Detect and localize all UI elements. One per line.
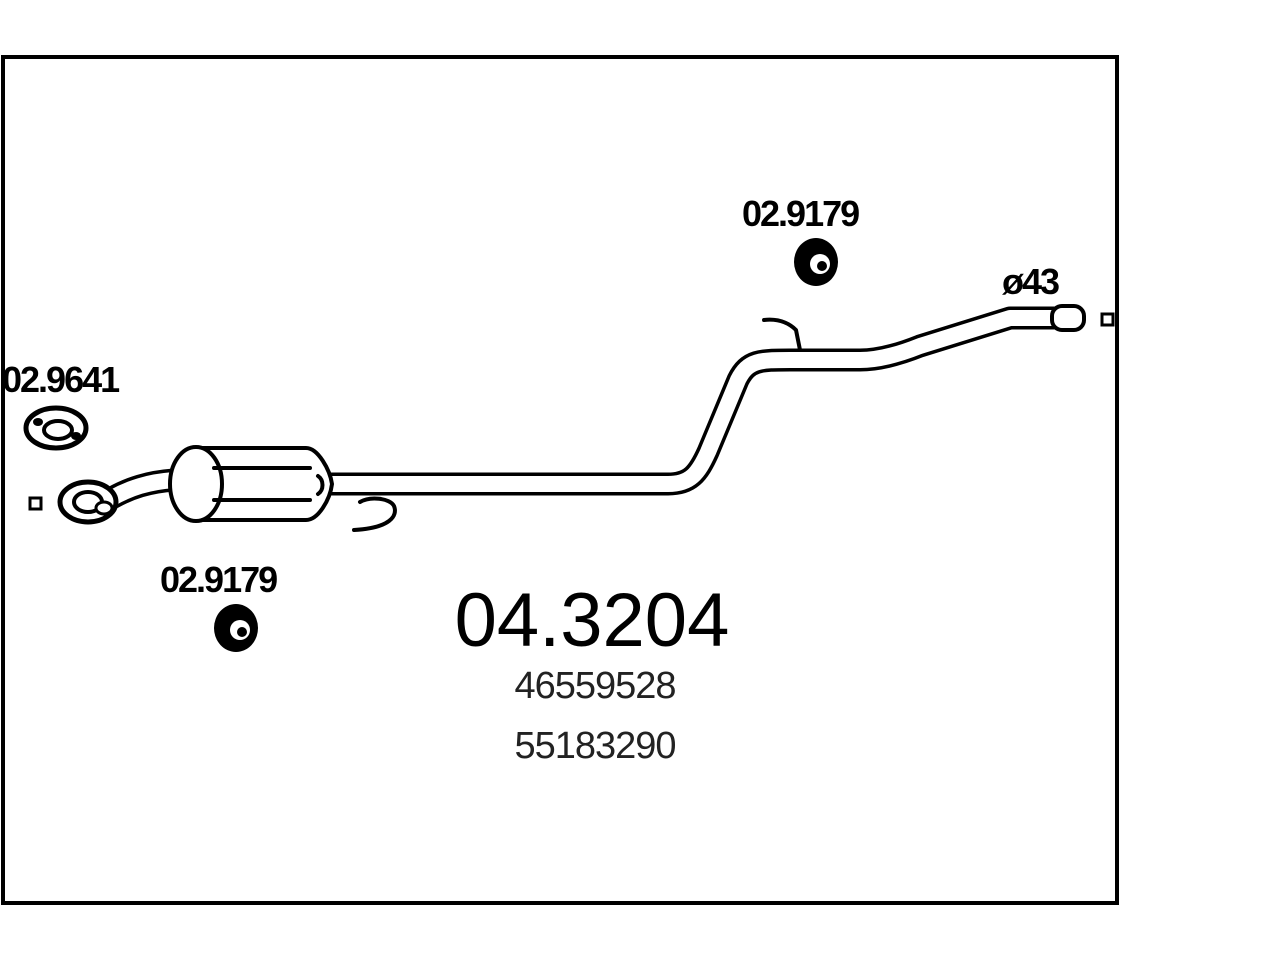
rubber-mount-icon — [794, 238, 838, 286]
hanger-front — [352, 496, 397, 532]
oem-number-1: 46559528 — [514, 665, 675, 707]
diameter-label: ø43 — [1002, 261, 1059, 302]
callout-code-mount-rear: 02.9179 — [742, 193, 859, 234]
callout-code-gasket: 02.9641 — [2, 359, 120, 400]
gasket-icon — [23, 405, 89, 451]
catalytic-converter — [168, 445, 335, 523]
hanger-rear — [762, 317, 802, 352]
tailpipe-end — [1050, 304, 1086, 332]
diagram-frame — [1, 55, 1119, 905]
inlet-marker — [28, 496, 43, 511]
part-number: 04.3204 — [455, 578, 730, 663]
inlet-flange — [57, 479, 119, 525]
callout-code-mount-front: 02.9179 — [160, 559, 277, 600]
rubber-mount-icon — [214, 604, 258, 652]
outlet-marker — [1100, 312, 1115, 327]
oem-number-2: 55183290 — [514, 725, 675, 767]
